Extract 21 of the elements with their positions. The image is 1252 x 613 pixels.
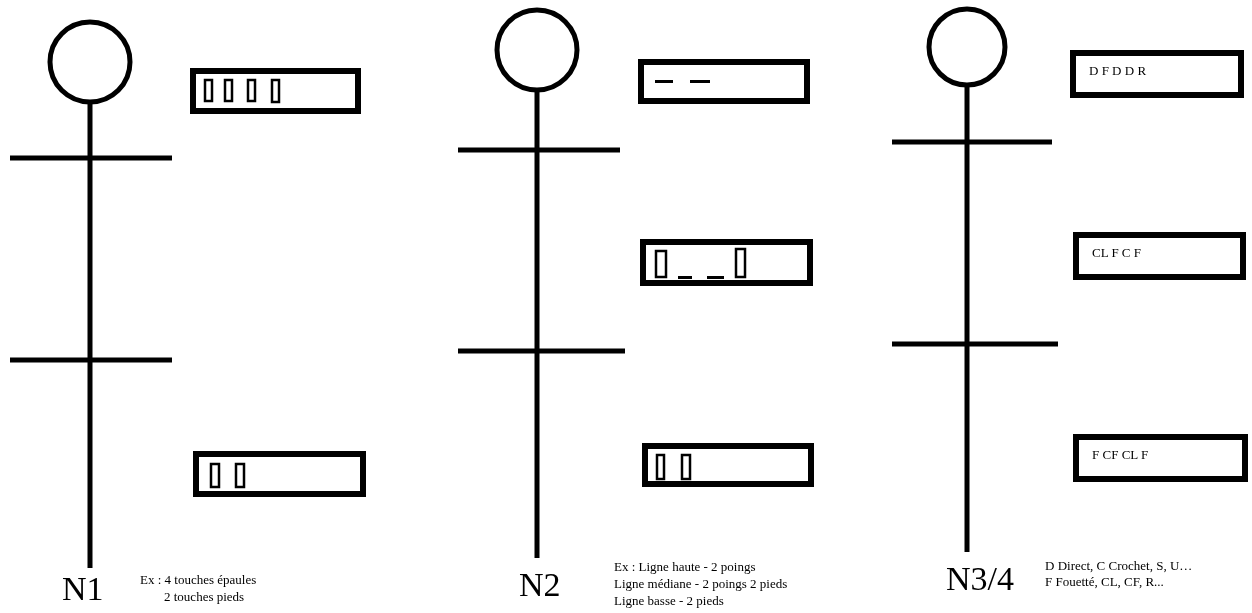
example-text: Ligne médiane - 2 poings 2 pieds bbox=[614, 577, 788, 592]
text-box bbox=[1070, 50, 1244, 98]
legend-text: D Direct, C Crochet, S, U… bbox=[1045, 559, 1193, 574]
empty-box bbox=[193, 451, 366, 497]
empty-box bbox=[642, 443, 814, 487]
example-text: Ligne basse - 2 pieds bbox=[614, 594, 724, 609]
empty-box bbox=[640, 239, 813, 286]
legend-text: F Fouetté, CL, CF, R... bbox=[1045, 575, 1164, 590]
text-box bbox=[1073, 434, 1248, 482]
move-sequence-text: F CF CL F bbox=[1092, 447, 1149, 463]
example-text: Ex : 4 touches épaules bbox=[140, 573, 257, 588]
level-label: N1 bbox=[62, 570, 104, 608]
move-sequence-text: D F D D R bbox=[1089, 63, 1147, 79]
move-sequence-text: CL F C F bbox=[1092, 245, 1141, 261]
level-label: N2 bbox=[519, 566, 561, 604]
empty-box bbox=[638, 59, 810, 104]
level-label: N3/4 bbox=[946, 560, 1014, 598]
example-text: 2 touches pieds bbox=[164, 590, 245, 605]
text-box bbox=[1073, 232, 1246, 280]
empty-box bbox=[190, 68, 361, 114]
example-text: Ex : Ligne haute - 2 poings bbox=[614, 560, 756, 575]
